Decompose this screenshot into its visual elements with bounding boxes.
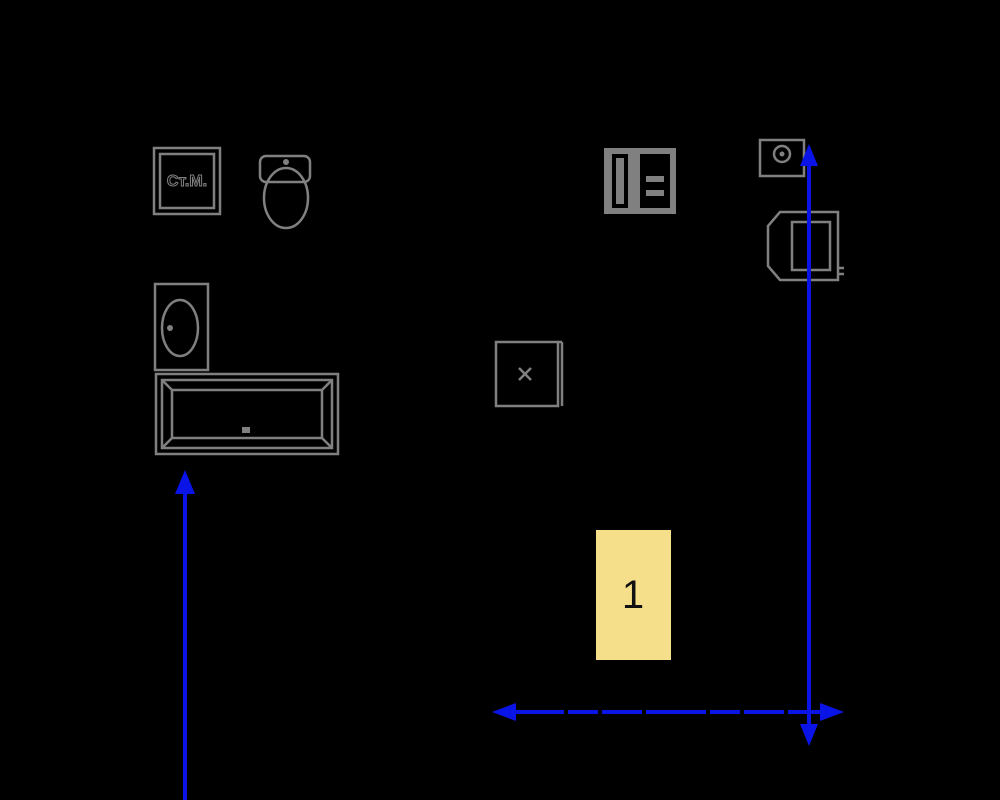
kitchen-sink-icon[interactable]: [766, 210, 844, 282]
double-arrow-horizontal-icon: [492, 703, 844, 721]
toilet-icon[interactable]: [258, 154, 312, 230]
double-arrow-vertical-icon: [800, 144, 818, 746]
washing-machine-icon[interactable]: Ст.М.: [152, 146, 222, 216]
floor-drain-icon[interactable]: [494, 340, 564, 408]
zone-1[interactable]: 1: [596, 530, 671, 660]
zone-1-box: [596, 530, 671, 660]
arrow-up-icon: [175, 470, 195, 800]
bathtub-icon[interactable]: [154, 372, 340, 456]
wall-sink-icon[interactable]: [758, 138, 806, 178]
boiler-icon[interactable]: [604, 148, 676, 214]
zone-1-number: 1: [622, 573, 644, 617]
washbasin-icon[interactable]: [153, 282, 210, 372]
washing-machine-label: Ст.М.: [167, 173, 207, 190]
